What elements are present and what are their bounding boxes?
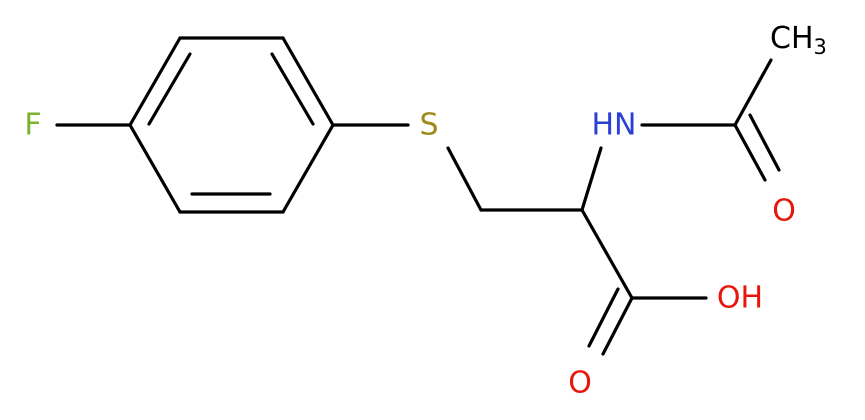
methyl-text: CH — [770, 21, 814, 56]
methyl-subscript: 3 — [814, 35, 827, 59]
carboxyl-double-bond — [601, 296, 634, 356]
sulfur-methylene-bond — [446, 146, 483, 212]
benzene-ring — [128, 36, 335, 214]
methyl-label: CH3 — [770, 21, 827, 60]
ring-inner-double-bond — [270, 52, 315, 126]
ring-bond — [128, 123, 182, 214]
ring-bond — [281, 123, 335, 214]
carbonyl-methyl-bond — [733, 58, 773, 127]
amide-carbonyl-double-bond — [733, 123, 767, 182]
amide-carbonyl-double-bond — [748, 113, 781, 172]
hydroxyl-label: OH — [717, 281, 763, 316]
carboxyl-double-bond — [587, 287, 620, 348]
ring-bond — [128, 36, 182, 127]
amide-nitrogen-label: HN — [592, 108, 637, 143]
side-chain-bonds — [55, 58, 781, 356]
ring-inner-double-bond — [147, 52, 192, 126]
alpha-carboxyl-bond — [580, 208, 634, 300]
atom-labels: F S HN CH3 O OH O — [24, 21, 827, 401]
fluorine-label: F — [24, 108, 41, 143]
alpha-nitrogen-bond — [580, 146, 603, 212]
amide-oxygen-label: O — [772, 194, 796, 229]
sulfur-label: S — [419, 108, 438, 143]
carboxyl-oxygen-label: O — [568, 366, 592, 401]
ring-bond — [281, 36, 335, 127]
